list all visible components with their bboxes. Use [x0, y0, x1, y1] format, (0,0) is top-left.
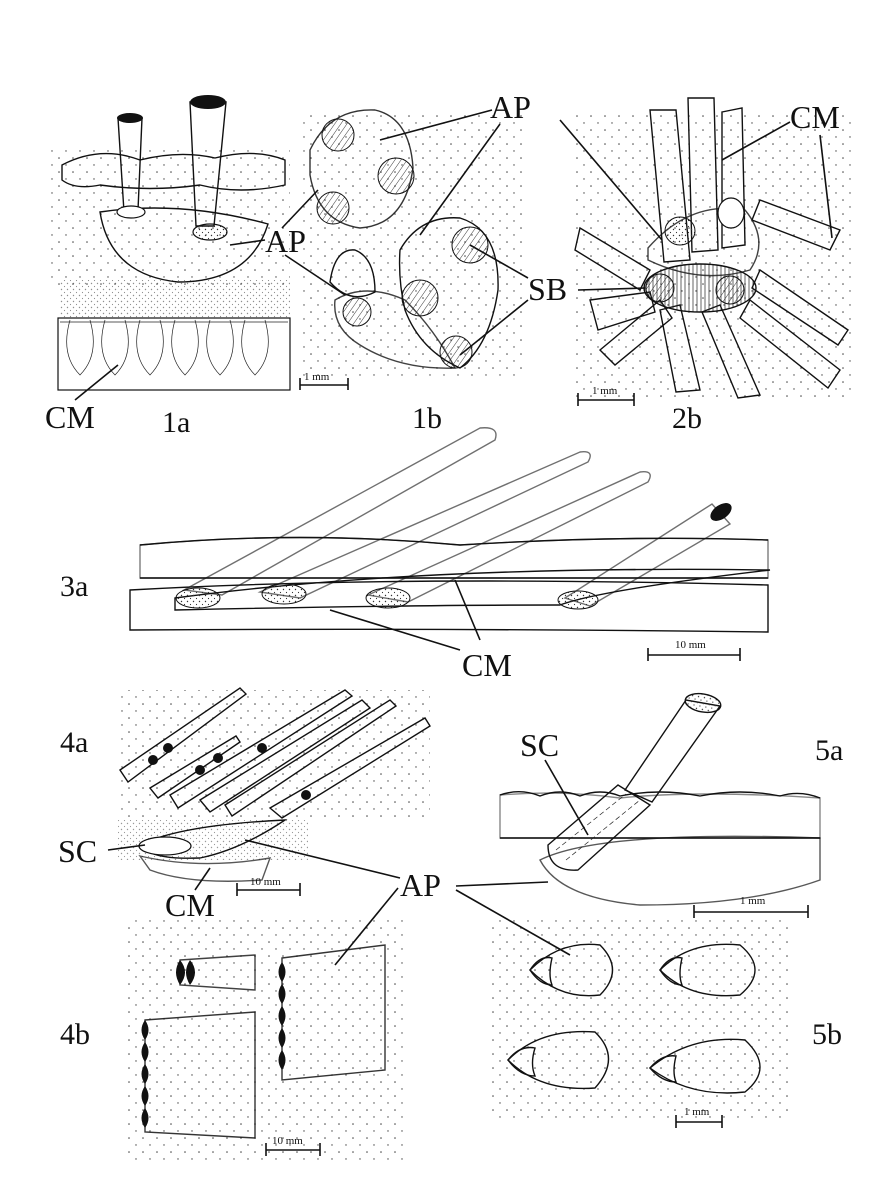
- scale-label-1b: 1 mm: [304, 371, 330, 383]
- panel-5b-illustration: [490, 920, 790, 1120]
- panel-label-3a: 3a: [60, 570, 88, 603]
- label-ap-bottom: AP: [400, 867, 441, 903]
- label-cm-4a: CM: [165, 887, 215, 923]
- panel-3a-illustration: [129, 427, 771, 633]
- label-sc-5a: SC: [520, 727, 559, 763]
- label-cm-1a: CM: [45, 399, 95, 435]
- scale-bar-3a: 10 mm: [647, 639, 741, 661]
- scale-bars: 1 mm 1 mm 10 mm 10 mm 10 mm: [236, 371, 809, 1156]
- scale-bar-2b: 1 mm: [577, 385, 635, 406]
- scale-label-5b: 1 mm: [684, 1106, 710, 1118]
- panel-label-5a: 5a: [815, 734, 843, 767]
- scale-label-4a: 10 mm: [250, 876, 281, 888]
- scale-bar-4b: 10 mm: [265, 1135, 321, 1156]
- panel-label-1a: 1a: [162, 406, 190, 439]
- scale-bar-4a: 10 mm: [236, 876, 301, 896]
- panel-label-5b: 5b: [812, 1018, 842, 1051]
- panel-numbers: 1a 1b 2b 3a 4a 4b 5a 5b: [60, 402, 843, 1051]
- label-sb: SB: [528, 271, 567, 307]
- panel-1a-illustration: [50, 95, 291, 391]
- scale-bar-5b: 1 mm: [675, 1106, 723, 1128]
- label-cm-3a: CM: [462, 647, 512, 683]
- panel-label-4a: 4a: [60, 726, 88, 759]
- panel-label-4b: 4b: [60, 1018, 90, 1051]
- label-sc-4a: SC: [58, 833, 97, 869]
- panel-label-2b: 2b: [672, 402, 702, 435]
- label-cm-2b: CM: [790, 99, 840, 135]
- label-ap-1a: AP: [265, 223, 306, 259]
- scale-bar-5a: 1 mm: [693, 895, 809, 918]
- scale-label-5a: 1 mm: [740, 895, 766, 907]
- panel-4b-illustration: [125, 920, 405, 1160]
- label-leader-lines: [74, 109, 833, 966]
- label-ap-top: AP: [490, 89, 531, 125]
- scale-label-3a: 10 mm: [675, 639, 706, 651]
- panel-2b-illustration: [574, 97, 855, 400]
- scale-label-4b: 10 mm: [272, 1135, 303, 1147]
- scale-label-2b: 1 mm: [592, 385, 618, 397]
- panel-label-1b: 1b: [412, 402, 442, 435]
- scale-bar-1b: 1 mm: [299, 371, 349, 390]
- panel-4a-illustration: [118, 687, 431, 882]
- panel-5a-illustration: [499, 692, 821, 906]
- panel-1b-illustration: [300, 109, 525, 380]
- annotation-labels: AP AP SB CM CM CM SC CM AP SC: [45, 89, 840, 923]
